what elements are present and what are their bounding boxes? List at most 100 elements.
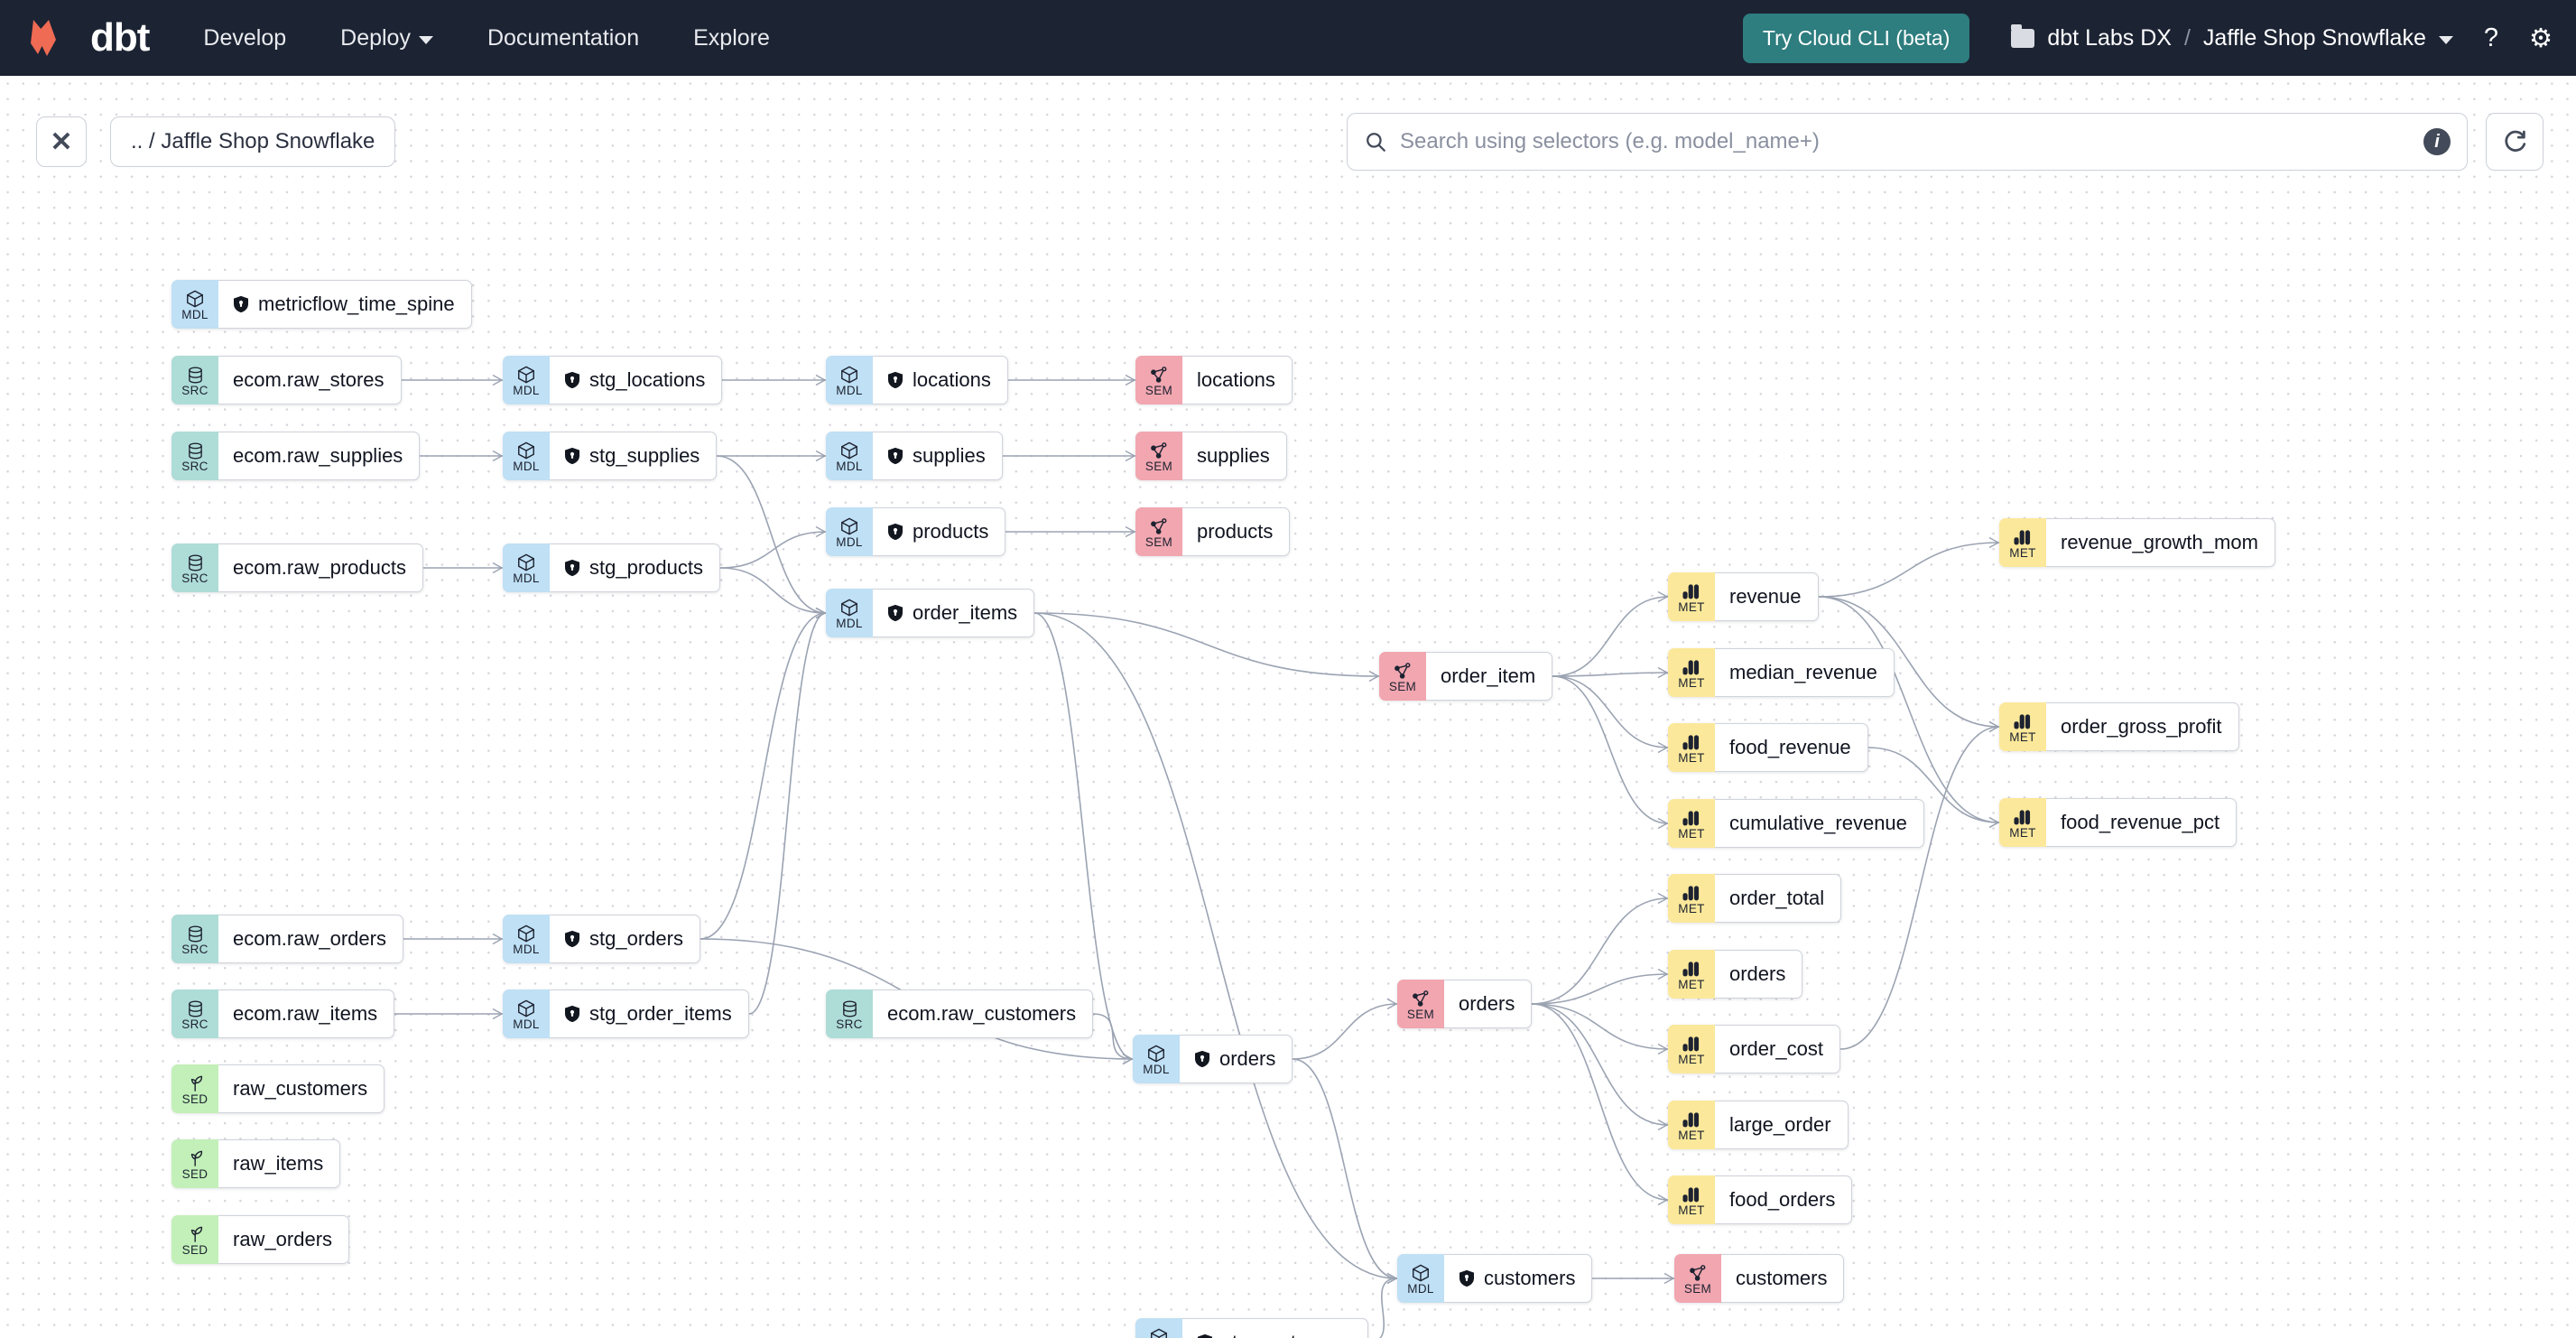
info-icon[interactable]: i <box>2423 128 2451 155</box>
cube-icon <box>516 441 536 460</box>
node-type-label: MET <box>2009 826 2036 840</box>
lineage-edge-arrow <box>815 450 827 462</box>
node-type-badge-src: SRC <box>171 544 218 592</box>
lineage-edge-arrow <box>1657 968 1669 980</box>
refresh-button[interactable] <box>2486 113 2544 171</box>
node-label-wrap: supplies <box>1182 432 1287 480</box>
node-name-text: revenue <box>1729 585 1802 608</box>
graph-node-met_revenue[interactable]: MET revenue <box>1668 572 1819 621</box>
lineage-edge-arrow <box>1988 536 2000 549</box>
nav-item-develop[interactable]: Develop <box>203 25 286 51</box>
node-label-wrap: stg_customers <box>1182 1318 1369 1338</box>
lineage-edge <box>1552 675 1669 824</box>
lineage-edge <box>1092 1013 1134 1060</box>
node-label-wrap: ecom.raw_supplies <box>218 432 421 480</box>
lineage-edge <box>748 612 827 1015</box>
lineage-edge <box>1033 612 1380 677</box>
lineage-edge <box>1818 596 2000 823</box>
lineage-edge-arrow <box>1657 1119 1669 1131</box>
node-type-badge-met: MET <box>1668 648 1715 697</box>
lineage-edge <box>1531 973 1669 1005</box>
node-label-wrap: food_revenue_pct <box>2046 798 2238 847</box>
account-project-breadcrumb[interactable]: dbt Labs DX / Jaffle Shop Snowflake <box>2011 23 2453 51</box>
node-type-label: MET <box>1678 1053 1705 1066</box>
shield-icon <box>1459 1269 1475 1287</box>
folder-icon <box>2011 23 2035 48</box>
lineage-edge <box>1292 1003 1398 1060</box>
node-type-label: MET <box>1678 676 1705 690</box>
nav-item-documentation[interactable]: Documentation <box>487 25 639 51</box>
close-button[interactable]: ✕ <box>36 116 87 167</box>
try-cloud-cli-button[interactable]: Try Cloud CLI (beta) <box>1742 13 1970 63</box>
lineage-edge-arrow <box>492 450 504 462</box>
nav-item-deploy[interactable]: Deploy <box>340 25 433 51</box>
nav-right-group: Try Cloud CLI (beta) dbt Labs DX / Jaffl… <box>1742 13 2576 63</box>
help-icon[interactable]: ? <box>2483 23 2498 52</box>
node-type-badge-met: MET <box>1668 572 1715 621</box>
graph-node-met_food_revenue_pct[interactable]: MET food_revenue_pct <box>1999 798 2238 847</box>
node-type-label: SEM <box>1388 680 1417 693</box>
graph-icon <box>1149 516 1169 536</box>
database-icon <box>186 365 205 385</box>
lineage-edge-arrow <box>1368 670 1380 683</box>
search-input[interactable] <box>1400 129 2411 154</box>
node-label-wrap: orders <box>1715 950 1803 999</box>
cube-icon <box>516 365 536 385</box>
gear-icon[interactable]: ⚙ <box>2529 23 2553 53</box>
search-bar[interactable]: i <box>1347 113 2468 171</box>
graph-icon <box>1688 1263 1708 1283</box>
bar-chart-icon <box>1682 1034 1701 1054</box>
node-label-wrap: ecom.raw_items <box>218 990 395 1038</box>
node-name-text: orders <box>1219 1047 1276 1070</box>
dbt-logo[interactable]: dbt <box>29 16 150 60</box>
node-label-wrap: orders <box>1444 980 1533 1028</box>
bar-chart-icon <box>2013 711 2033 731</box>
nav-item-explore[interactable]: Explore <box>693 25 770 51</box>
database-icon <box>186 441 205 460</box>
breadcrumb-pill[interactable]: .. / Jaffle Shop Snowflake <box>110 116 396 167</box>
node-name-text: ecom.raw_orders <box>233 927 386 950</box>
graph-icon <box>1393 661 1413 681</box>
node-name-text: ecom.raw_stores <box>233 368 385 391</box>
cube-icon <box>839 441 859 460</box>
